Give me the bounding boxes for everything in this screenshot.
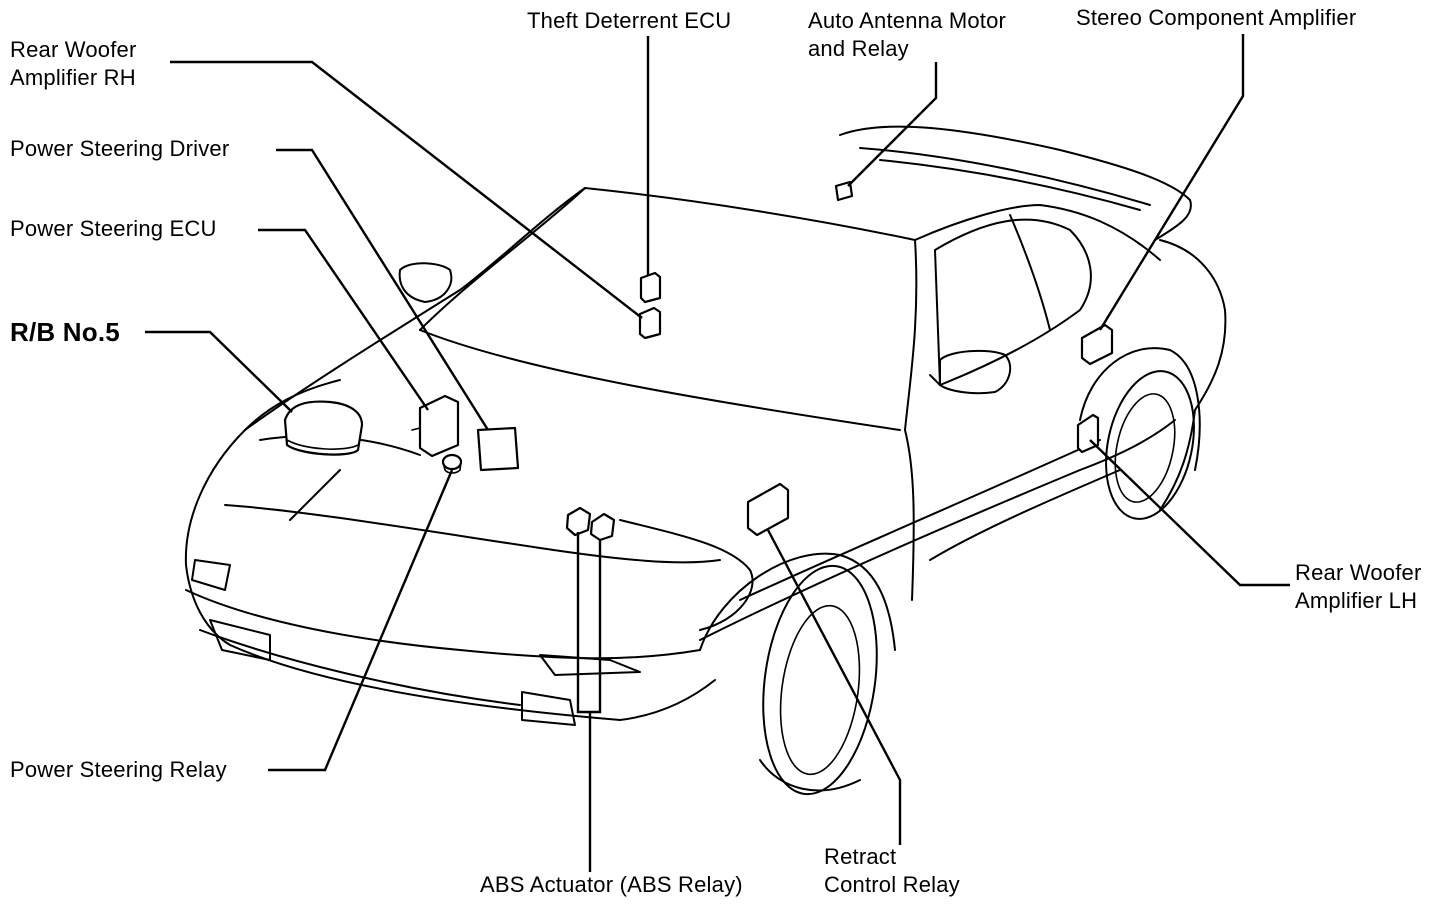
power-steering-driver-box <box>476 426 520 472</box>
label-line: Rear Woofer <box>1295 560 1422 585</box>
label-line: Auto Antenna Motor <box>808 8 1007 33</box>
label-theft-deterrent-ecu: Theft Deterrent ECU <box>527 8 732 33</box>
label-rear-woofer-amplifier-rh: Rear Woofer Amplifier RH <box>10 36 137 92</box>
label-auto-antenna-motor-and-relay: Auto Antenna Motor and Relay <box>808 7 1006 63</box>
leader-lines <box>145 34 1290 872</box>
car-body-outline <box>184 125 1227 796</box>
power-steering-ecu-box <box>418 394 460 458</box>
label-line: Rear Woofer <box>10 37 137 62</box>
abs-relay-right <box>589 512 616 542</box>
label-power-steering-driver: Power Steering Driver <box>10 136 230 161</box>
label-stereo-component-amplifier: Stereo Component Amplifier <box>1076 5 1357 30</box>
label-abs-actuator: ABS Actuator (ABS Relay) <box>480 872 743 897</box>
label-line: Control Relay <box>824 872 960 897</box>
rb-no5-box <box>283 400 364 456</box>
label-line: Amplifier LH <box>1295 588 1418 613</box>
label-line: Retract <box>824 844 897 869</box>
label-retract-control-relay: Retract Control Relay <box>824 843 960 899</box>
label-power-steering-relay: Power Steering Relay <box>10 757 227 782</box>
stereo-amplifier-box <box>1080 323 1114 366</box>
power-steering-relay-part <box>441 453 463 471</box>
label-rb-no5: R/B No.5 <box>10 317 120 347</box>
theft-deterrent-ecu-box-top <box>639 271 662 304</box>
label-line: and Relay <box>808 36 909 61</box>
auto-antenna-box <box>834 180 854 202</box>
label-rear-woofer-amplifier-lh: Rear Woofer Amplifier LH <box>1295 559 1422 615</box>
abs-relay-left <box>565 506 592 537</box>
components <box>283 180 1114 542</box>
theft-deterrent-ecu-box-bottom <box>638 306 662 340</box>
label-line: Amplifier RH <box>10 65 136 90</box>
label-power-steering-ecu: Power Steering ECU <box>10 216 217 241</box>
retract-relay-box <box>746 482 790 537</box>
